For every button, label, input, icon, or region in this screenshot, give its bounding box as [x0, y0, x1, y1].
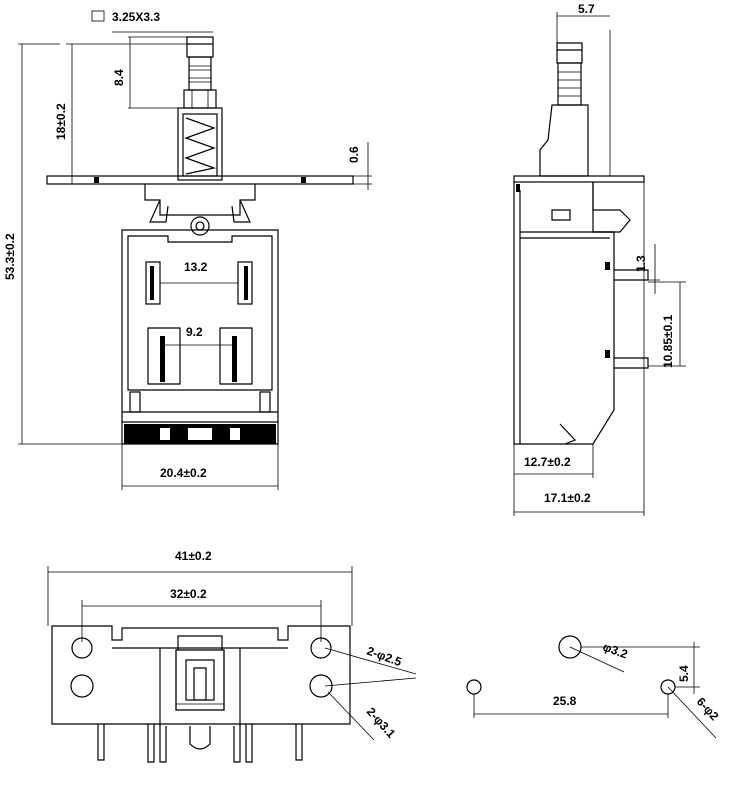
dim-plate-thickness: 0.6: [347, 146, 361, 163]
central-block: [144, 184, 256, 216]
side-plate: [513, 175, 645, 183]
bottom-view: 41±0.2 32±0.2 2-φ2.5 2-φ3.1: [47, 549, 417, 763]
pin-1: [97, 724, 105, 761]
dim-total-depth: 17.1±0.2: [544, 491, 591, 505]
pin-6: [295, 724, 303, 761]
pcb-layout: φ3.2 5.4 25.8 6-φ2: [466, 635, 722, 739]
contact-lower-left: [147, 327, 181, 385]
pin-4: [233, 726, 241, 763]
contact-lower-right: [219, 327, 253, 385]
bottom-plate: [51, 625, 351, 725]
pin-3: [159, 726, 167, 763]
center-hole: [190, 216, 210, 236]
dim-body-width: 20.4±0.2: [160, 466, 207, 480]
center-pin: [189, 726, 211, 750]
button-shaft: [188, 56, 212, 91]
side-body: [513, 182, 615, 445]
dim-button-width: 5.7: [578, 2, 595, 16]
dim-button-height: 8.4: [112, 69, 126, 86]
dim-button-size: 3.25X3.3: [112, 10, 160, 24]
front-view: 3.25X3.3 8.4 18±0.2 53.3±0.2 0.6 13.2 9.…: [3, 10, 372, 490]
dim-pcb-large-hole: φ3.2: [601, 640, 630, 662]
dim-top-height: 18±0.2: [54, 103, 68, 140]
dim-large-holes: 2-φ3.1: [364, 705, 399, 741]
dim-bottom-total-width: 41±0.2: [175, 549, 212, 563]
spring: [184, 117, 217, 175]
pin-5: [245, 724, 253, 763]
side-view: 5.7 1.3 10.85±0.1 12.7±0.2 17.1±0.2: [513, 2, 686, 516]
dim-upper-spacing: 13.2: [184, 260, 208, 274]
bottom-actuator: [175, 649, 225, 711]
hole-right-large: [309, 674, 333, 698]
side-upper-housing: [539, 104, 589, 177]
pcb-hole-left: [466, 679, 482, 695]
dim-pcb-vertical: 5.4: [677, 665, 691, 682]
dim-pcb-horizontal: 25.8: [553, 694, 577, 708]
pin-2: [147, 724, 155, 763]
dim-hole-span: 32±0.2: [170, 587, 207, 601]
dim-total-height: 53.3±0.2: [3, 233, 17, 280]
dim-body-depth: 12.7±0.2: [524, 455, 571, 469]
side-pin-lower: [614, 357, 649, 369]
hole-left-large: [70, 674, 94, 698]
spring-housing: [177, 107, 223, 181]
dim-lower-spacing: 9.2: [186, 325, 203, 339]
side-button-cap: [556, 42, 583, 64]
dim-pin-span: 10.85±0.1: [661, 314, 675, 368]
dim-pin-offset: 1.3: [634, 255, 648, 272]
button-cap: [186, 36, 214, 58]
mounting-plate: [46, 175, 354, 185]
